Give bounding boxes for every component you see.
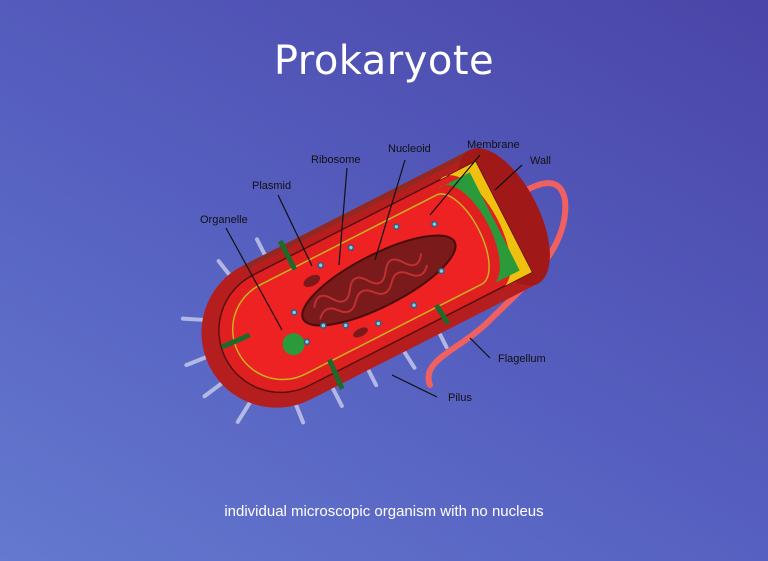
label-flagellum: Flagellum [498,353,546,365]
organelle [282,333,305,356]
slide-title: Prokaryote [273,38,495,84]
membrane-section [439,161,532,286]
plasmid [303,274,321,288]
pilus-strands [180,237,449,425]
nucleoid [301,234,457,327]
label-organelle: Organelle [200,214,248,226]
label-wall: Wall [530,155,551,167]
slide-caption: individual microscopic organism with no … [224,503,544,520]
label-pilus: Pilus [448,392,472,404]
label-plasmid: Plasmid [252,180,291,192]
label-nucleoid: Nucleoid [388,143,431,155]
ribosomes [290,220,445,346]
label-membrane: Membrane [467,139,520,151]
label-ribosome: Ribosome [311,154,361,166]
